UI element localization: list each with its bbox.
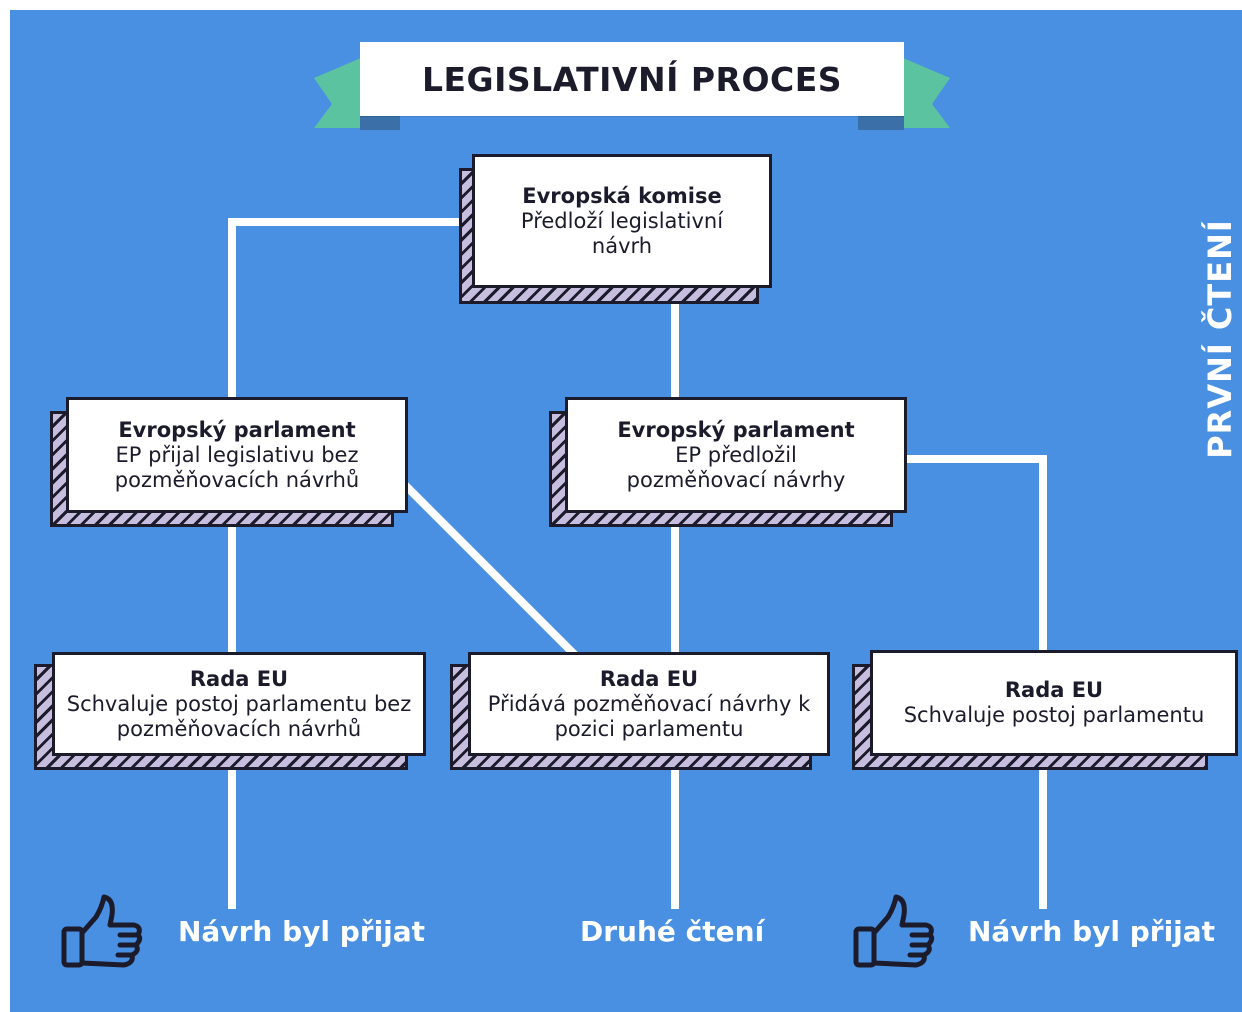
outcome-left-label: Návrh byl přijat: [178, 915, 426, 948]
connector-ep-right-to-council-right: [904, 455, 1047, 654]
connector-ep-left-to-council-middle: [402, 482, 578, 658]
node-title: Evropský parlament: [617, 417, 855, 442]
node-council-add-amendments: Rada EU Přidává pozměňovací návrhy k poz…: [450, 652, 832, 772]
node-title: Evropský parlament: [118, 417, 356, 442]
connector-commission-to-ep-left: [228, 218, 476, 402]
node-description: Schvaluje postoj parlamentu: [903, 703, 1205, 727]
node-ep-no-amendments: Evropský parlament EP přijal legislativu…: [50, 397, 410, 529]
node-council-approve: Rada EU Schvaluje postoj parlamentu: [852, 650, 1240, 772]
node-commission: Evropská komise Předloží legislativní ná…: [459, 154, 774, 304]
node-title: Evropská komise: [522, 183, 722, 208]
node-description: Schvaluje postoj parlamentu bez pozměňov…: [66, 691, 412, 741]
node-council-approve-no-amendments: Rada EU Schvaluje postoj parlamentu bez …: [34, 652, 428, 772]
node-description: Předloží legislativní návrh: [520, 208, 724, 258]
first-reading-label: PRVNÍ ČTENÍ: [1198, 205, 1242, 473]
node-description: Přidává pozměňovací návrhy k pozici parl…: [487, 691, 811, 741]
node-title: Rada EU: [599, 666, 699, 691]
thumbs-up-icon: [853, 894, 935, 968]
outcome-middle-label: Druhé čtení: [580, 915, 765, 948]
ribbon-left: [314, 55, 368, 128]
ribbon-left-fold: [360, 116, 400, 130]
ribbon-right: [896, 55, 950, 128]
ribbon-right-fold: [858, 116, 904, 130]
outcome-right-label: Návrh byl přijat: [968, 915, 1216, 948]
node-ep-amendments: Evropský parlament EP předložil pozměňov…: [549, 397, 909, 529]
first-reading-text: PRVNÍ ČTENÍ: [1201, 219, 1240, 459]
thumbs-up-icon: [61, 894, 143, 968]
node-title: Rada EU: [1004, 678, 1104, 702]
node-description: EP předložil pozměňovací návrhy: [626, 442, 846, 492]
node-description: EP přijal legislativu bez pozměňovacích …: [114, 442, 360, 492]
diagram-title: LEGISLATIVNÍ PROCES: [421, 59, 843, 99]
node-title: Rada EU: [189, 666, 289, 691]
title-banner: LEGISLATIVNÍ PROCES: [360, 42, 904, 116]
